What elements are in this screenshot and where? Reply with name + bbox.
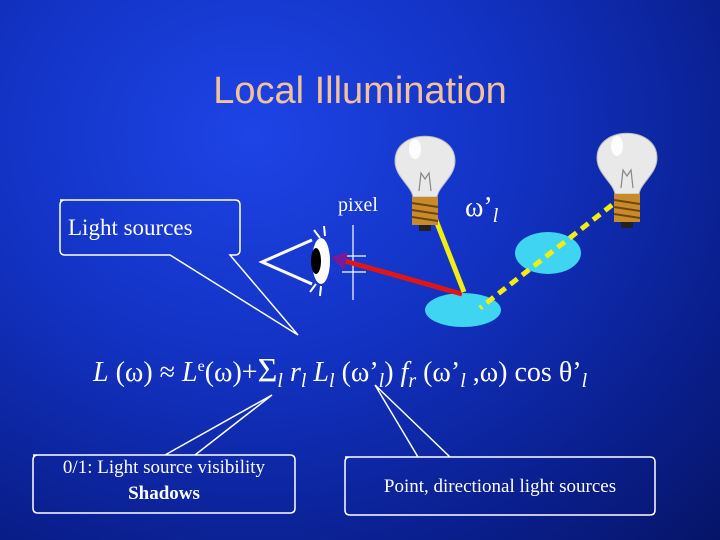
eye-ray-arrowhead	[331, 252, 348, 270]
f-lhs: L	[93, 357, 109, 388]
f-L2-sub: l	[329, 370, 335, 392]
f-f-arg2: ,ω) cos θ’	[465, 357, 582, 388]
eye-ray	[344, 258, 463, 297]
f-le: L	[182, 357, 198, 388]
f-f: f	[393, 357, 409, 388]
f-L2: L	[306, 357, 329, 388]
callout-shadows-shape	[32, 394, 296, 514]
f-f-arg-sub: l	[460, 370, 466, 392]
slide-title: Local Illumination	[213, 70, 507, 112]
callout-visibility-text: 0/1: Light source visibility Shadows	[33, 455, 295, 507]
light-ray-dashed	[478, 203, 614, 310]
callout-light-sources-text: Light sources	[68, 215, 193, 240]
pixel-label: pixel	[338, 194, 378, 216]
callout-light-sources-shape	[59, 199, 299, 336]
f-f-sub: r	[408, 370, 417, 392]
f-lhs-arg: (ω) ≈	[108, 357, 183, 388]
light-bulb-icon-left	[394, 135, 456, 231]
f-f-arg: (ω’	[416, 357, 461, 388]
eye-icon	[258, 225, 330, 297]
f-L2-arg-sub: l	[378, 370, 385, 392]
f-sum: Σ	[257, 352, 278, 389]
f-L2-arg: (ω’	[334, 357, 379, 388]
f-le-sup: e	[197, 358, 205, 375]
omega-label: ω’l	[465, 192, 498, 228]
visibility-line1: 0/1: Light source visibility	[62, 457, 266, 478]
callout-point-text: Point, directional light sources	[383, 476, 617, 497]
omega-sub: l	[492, 205, 499, 227]
f-r-sub: l	[300, 370, 307, 392]
visibility-line2: Shadows	[128, 483, 200, 504]
f-le-arg: (ω)+	[204, 357, 258, 388]
surface-ellipse-large	[425, 293, 501, 327]
f-r: r	[282, 357, 301, 388]
rendering-equation: L (ω) ≈ Le(ω)+Σl rl Ll (ω’l) fr (ω’l ,ω)…	[93, 352, 587, 393]
callout-point-shape	[344, 384, 656, 516]
f-L2-close: )	[384, 357, 394, 388]
light-bulb-icon-right	[596, 132, 658, 228]
f-sum-sub: l	[277, 370, 283, 392]
f-theta-sub: l	[581, 370, 588, 392]
omega-text: ω’	[465, 192, 493, 223]
